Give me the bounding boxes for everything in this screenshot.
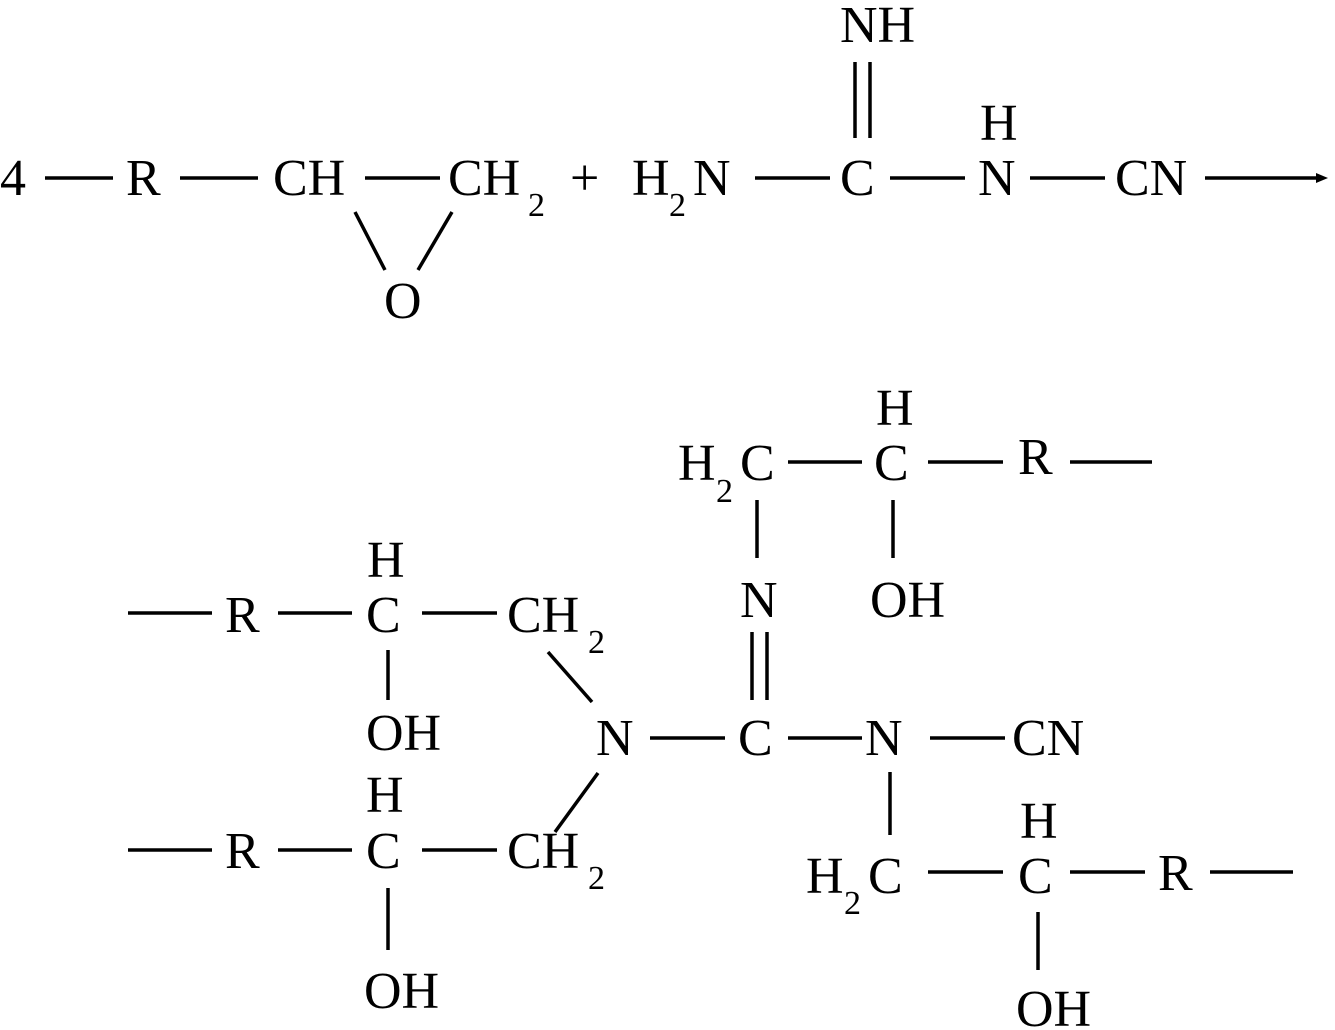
imine-n: N [740,572,778,629]
dicy-nh-h: H [980,95,1018,152]
bond-ul-ch2-n [546,650,594,704]
coefficient: 4 [0,150,26,207]
epoxide-o: O [384,273,422,330]
ll-c: C [366,823,401,880]
dicy-c: C [840,150,875,207]
epoxide-ch2-subscript: 2 [528,187,545,224]
core-c: C [738,710,773,767]
epoxide-ch2: CH [448,150,520,207]
ul-c: C [366,587,401,644]
plus-sign: + [570,150,599,207]
top-r: R [1018,429,1053,486]
top-oh: OH [870,572,945,629]
core-cn: CN [1012,710,1084,767]
ll-oh: OH [364,963,439,1020]
bond-ll-ch2-n [553,771,600,834]
dicy-cn: CN [1115,150,1187,207]
ll-ch2: CH [507,823,579,880]
ll-h: H [366,767,404,824]
ul-oh: OH [366,705,441,762]
ul-ch2: CH [507,587,579,644]
bond-ch-o [353,211,387,271]
lr-c: C [1018,848,1053,905]
lr-r: R [1158,845,1193,902]
dicy-nh: NH [840,0,915,54]
lr-h2c-c: C [868,848,903,905]
dicy-n: N [978,150,1016,207]
ll-ch2-subscript: 2 [588,860,605,897]
dicy-h2n-n: N [693,150,731,207]
ul-h: H [367,532,405,589]
dicy-h2n-h: H [632,150,670,207]
top-h2c-h: H [678,435,716,492]
dicy-h2n-subscript: 2 [669,187,686,224]
ul-ch2-subscript: 2 [588,624,605,661]
bond-ch2-o [416,211,454,271]
lr-oh: OH [1016,981,1091,1030]
top-h: H [876,380,914,437]
top-h2c-c: C [740,435,775,492]
lr-h: H [1020,793,1058,850]
epoxide-ch: CH [273,150,345,207]
core-n-left: N [596,710,634,767]
top-c: C [874,435,909,492]
ll-r: R [225,823,260,880]
core-n-right: N [865,710,903,767]
top-h2c-subscript: 2 [716,473,733,510]
ul-r: R [225,587,260,644]
epoxide-r: R [126,150,161,207]
lr-h2c-subscript: 2 [844,885,861,922]
lr-h2c-h: H [806,848,844,905]
